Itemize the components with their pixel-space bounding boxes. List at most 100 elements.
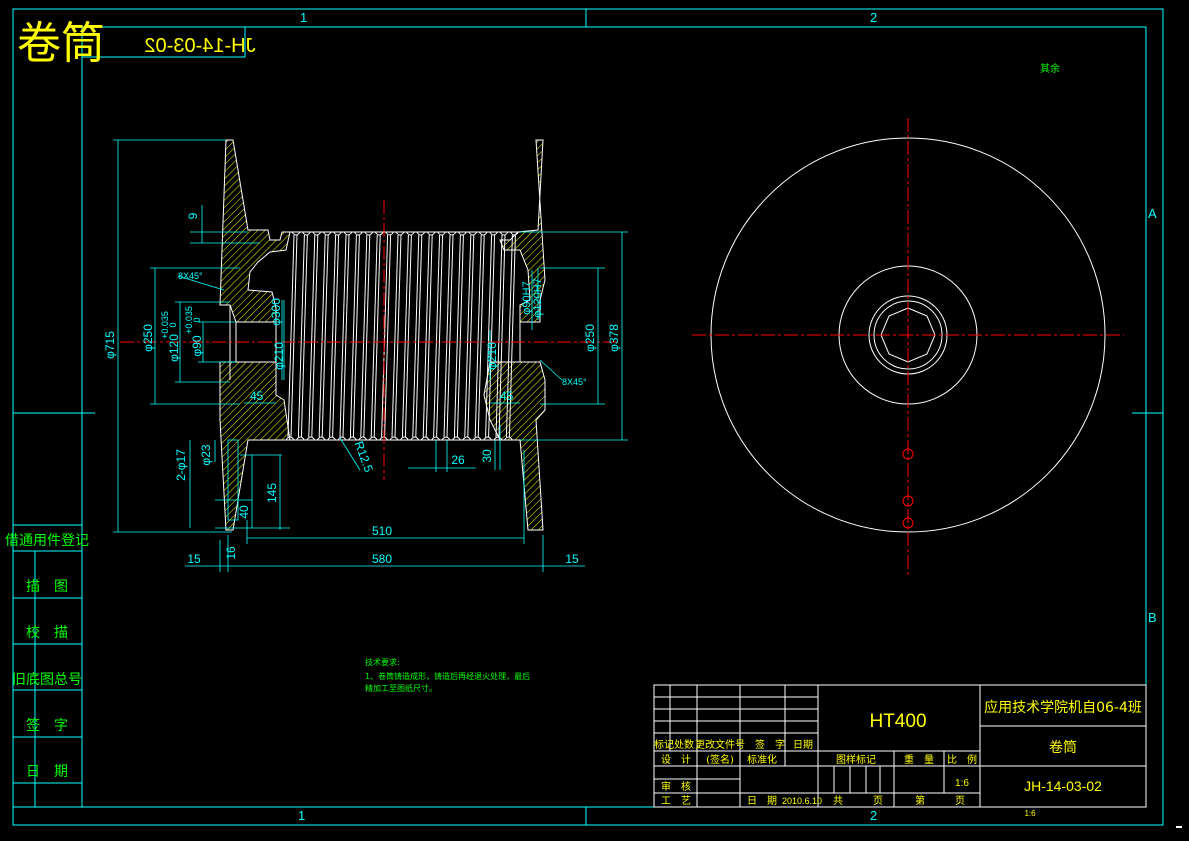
dim-label: 30 <box>480 449 494 463</box>
groove-line <box>290 234 298 438</box>
dim-label: 16 <box>224 546 238 560</box>
dim-label: φ300 <box>269 298 283 326</box>
groove-line <box>425 234 433 438</box>
groove-tooth <box>420 436 430 441</box>
groove-tooth <box>347 436 357 441</box>
right-flange-lower <box>483 361 546 531</box>
dim-label: 8X45° <box>562 377 587 387</box>
dim-label: 2-φ17 <box>174 449 188 481</box>
groove-line <box>456 234 464 438</box>
title-cell: 标记 <box>654 739 674 751</box>
groove-tooth <box>291 231 301 236</box>
material-label: HT400 <box>869 711 926 732</box>
groove-line <box>308 234 316 438</box>
groove-tooth <box>416 231 426 236</box>
groove-line <box>453 234 461 438</box>
groove-line <box>474 234 482 438</box>
groove-line <box>373 234 381 438</box>
groove-tooth <box>441 436 451 441</box>
zone-label: A <box>1148 206 1157 221</box>
groove-line <box>321 234 329 438</box>
notes-heading: 技术要求: <box>365 657 400 667</box>
groove-line <box>404 234 412 438</box>
dim-label: φ90H7 <box>521 281 533 314</box>
groove-tooth <box>499 231 509 236</box>
title-cell: 工 艺 <box>661 795 691 807</box>
groove-tooth <box>306 436 316 441</box>
groove-line <box>394 234 402 438</box>
groove-tooth <box>316 436 326 441</box>
title-cell: 共 <box>833 795 843 807</box>
groove-tooth <box>364 231 374 236</box>
groove-tooth <box>405 231 415 236</box>
groove-tooth <box>483 436 493 441</box>
groove-line <box>370 234 378 438</box>
sidebar-item-label: 描 图 <box>26 579 68 595</box>
school-label: 应用技术学院机自06-4班 <box>984 699 1142 716</box>
drawing-frame <box>12 8 1164 826</box>
groove-line <box>436 234 444 438</box>
groove-tooth <box>327 436 337 441</box>
dim-label: 0 <box>168 322 178 327</box>
title-cell: 1:6 <box>1024 809 1036 818</box>
groove-tooth <box>493 436 503 441</box>
groove-tooth <box>389 436 399 441</box>
dim-label: φ23 <box>199 444 213 465</box>
left-flange-section <box>219 139 291 323</box>
title-cell: 日期 <box>793 739 813 751</box>
title-cell: 更改文件号 <box>695 738 745 751</box>
groove-tooth <box>368 436 378 441</box>
groove-line <box>433 234 441 438</box>
groove-line <box>485 234 493 438</box>
groove-tooth <box>431 436 441 441</box>
groove-tooth <box>509 231 519 236</box>
groove-tooth <box>385 231 395 236</box>
sidebar-register: 借通用件登记 描 图 校 描 旧底图总号 签 字 日 期 <box>5 524 89 808</box>
groove-line <box>401 234 409 438</box>
right-flange-section <box>499 139 546 323</box>
groove-line <box>352 234 360 438</box>
dim-label: +0.035 <box>160 311 170 339</box>
groove-line <box>477 234 485 438</box>
title-cell: (签名) <box>706 753 734 766</box>
title-cell: 设 计 <box>661 753 691 766</box>
groove-line <box>446 234 454 438</box>
dim-label: 9 <box>186 212 200 219</box>
notes-line: 1、卷筒铸造成形，铸造后再经退火处理，最后 <box>365 671 530 681</box>
zone-label: 2 <box>870 10 877 25</box>
dimension-lines <box>113 139 628 572</box>
dim-label: φ90 <box>190 335 204 356</box>
groove-tooth <box>457 231 467 236</box>
groove-line <box>422 234 430 438</box>
drawing-header: JH-14-03-02 卷筒 <box>17 18 256 69</box>
dim-label: 45 <box>250 389 264 403</box>
sidebar-item-label: 借通用件登记 <box>5 533 89 549</box>
groove-tooth <box>301 231 311 236</box>
technical-notes: 技术要求: 1、卷筒铸造成形，铸造后再经退火处理，最后 精加工至图纸尺寸。 <box>365 657 530 693</box>
groove-tooth <box>374 231 384 236</box>
groove-tooth <box>437 231 447 236</box>
groove-line <box>297 234 305 438</box>
dim-label: φ210 <box>485 342 499 370</box>
groove-line <box>342 234 350 438</box>
groove-tooth <box>358 436 368 441</box>
groove-line <box>329 234 337 438</box>
groove-line <box>488 234 496 438</box>
zone-label: B <box>1148 610 1157 625</box>
groove-line <box>287 234 295 438</box>
dim-label: 510 <box>372 524 392 538</box>
title-cell: 标准化 <box>747 753 777 766</box>
section-view <box>120 139 620 531</box>
title-cell: 重 量 <box>904 753 934 766</box>
zone-label: 1 <box>298 808 305 823</box>
groove-tooth <box>285 436 295 441</box>
dim-label: +0.035 <box>184 306 194 334</box>
groove-line <box>384 234 392 438</box>
groove-tooth <box>503 436 513 441</box>
title-cell: 图样标记 <box>836 753 876 766</box>
dim-label: φ120H7 <box>532 278 544 318</box>
sidebar-item-label: 日 期 <box>26 764 68 780</box>
groove-line <box>332 234 340 438</box>
groove-tooth <box>451 436 461 441</box>
